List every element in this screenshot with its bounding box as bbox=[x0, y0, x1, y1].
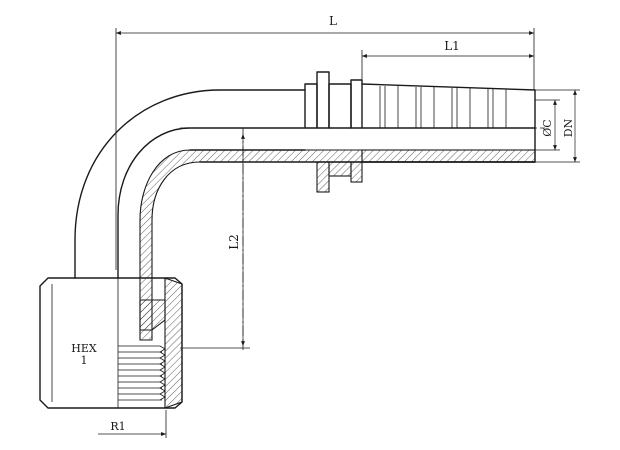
label-HEX: HEX bbox=[71, 342, 97, 355]
dimension-L: L bbox=[115, 14, 535, 270]
label-DN: DN bbox=[562, 118, 575, 137]
tube-outer bbox=[74, 89, 306, 279]
label-phiC: ØC bbox=[541, 119, 554, 136]
label-L: L bbox=[329, 14, 337, 28]
label-L1: L1 bbox=[444, 39, 460, 53]
label-R1: R1 bbox=[110, 420, 125, 433]
hose-tail bbox=[361, 83, 536, 163]
dimension-L2: L2 bbox=[180, 134, 250, 349]
dimension-L1: L1 bbox=[361, 39, 534, 82]
label-HEX-number: 1 bbox=[81, 354, 88, 367]
dimension-R1: R1 bbox=[98, 410, 167, 438]
threads bbox=[118, 345, 166, 401]
hex-nut: HEX 1 bbox=[39, 277, 183, 409]
tube-section bbox=[139, 149, 536, 341]
dimension-phiC-DN: ØC DN bbox=[535, 89, 580, 163]
collar bbox=[304, 71, 363, 193]
barbs bbox=[379, 86, 507, 128]
label-L2: L2 bbox=[227, 234, 241, 250]
